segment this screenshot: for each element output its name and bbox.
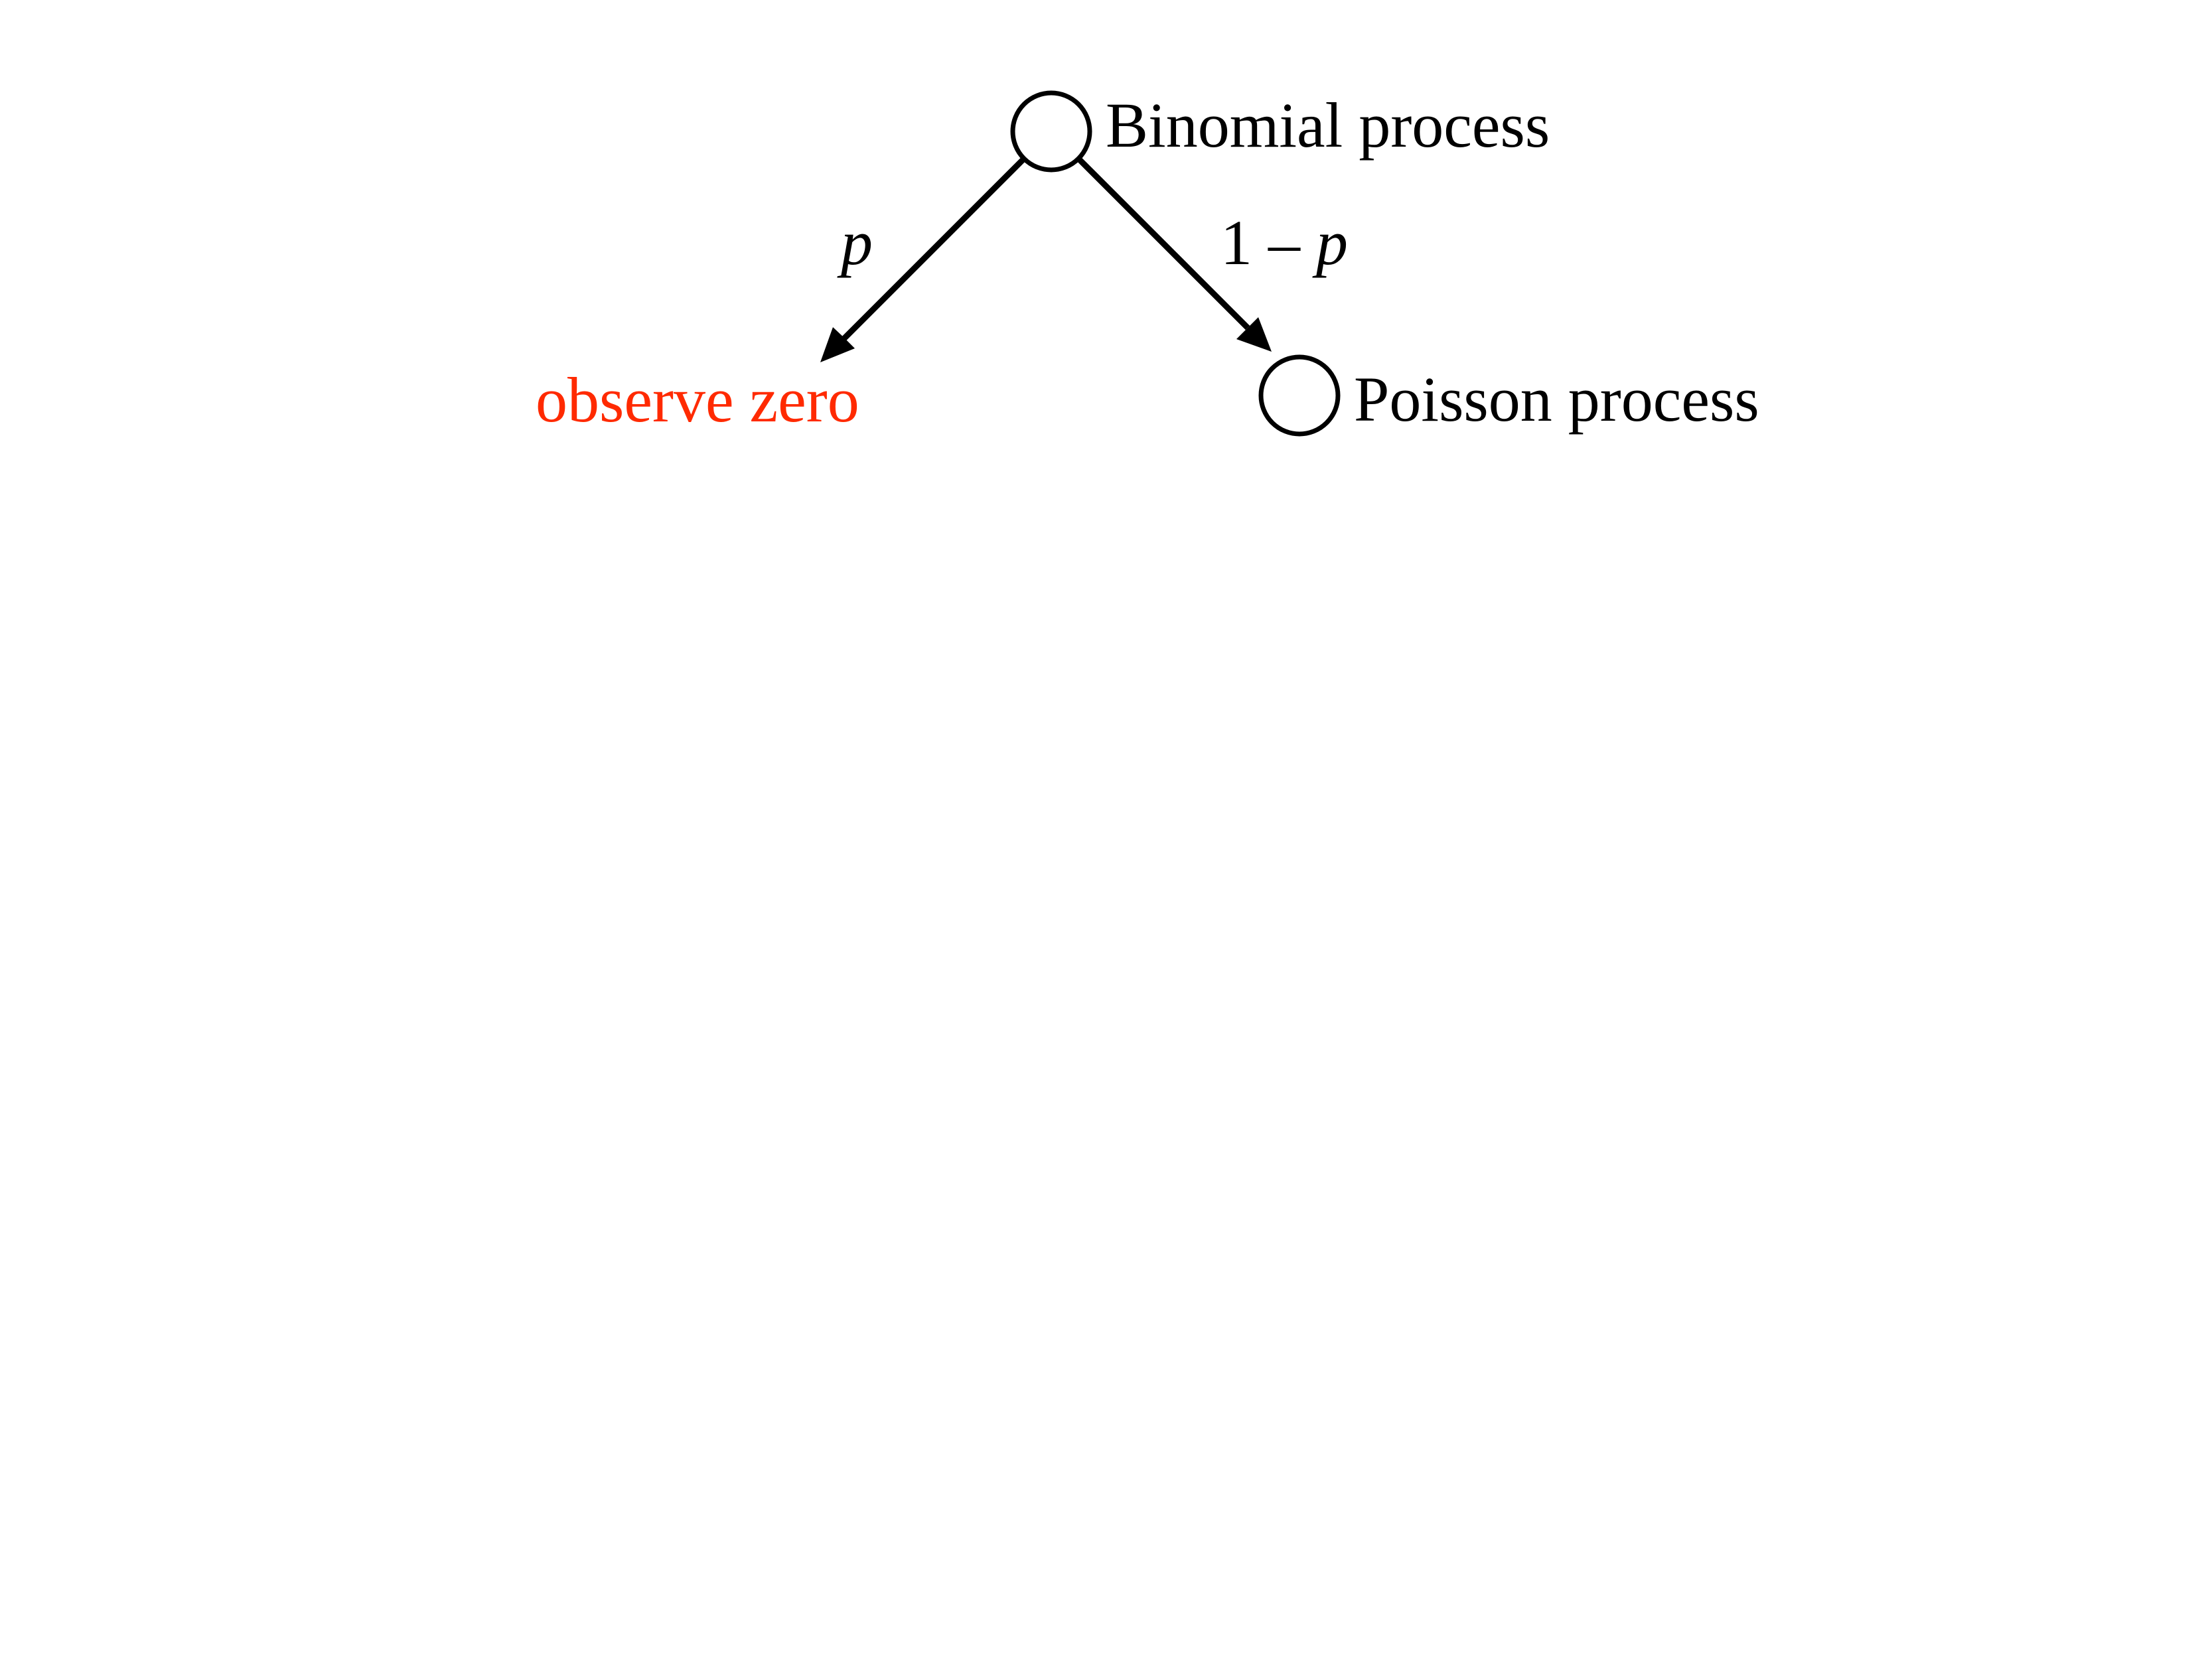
edge-to-poisson-process xyxy=(1076,157,1250,330)
binomial-process-node xyxy=(1010,90,1092,173)
one-minus-prefix: 1 – xyxy=(1220,207,1316,278)
edge-probability-p: p xyxy=(837,207,873,278)
p-variable: p xyxy=(1312,207,1348,278)
arrowhead-left xyxy=(820,327,855,362)
observe-zero-label: observe zero xyxy=(536,364,859,435)
edge-probability-one-minus-p: 1 – p xyxy=(1220,207,1348,278)
poisson-process-label: Poisson process xyxy=(1354,364,1759,435)
poisson-process-node xyxy=(1258,354,1341,437)
edge-to-observe-zero xyxy=(842,157,1026,341)
binomial-process-label: Binomial process xyxy=(1106,90,1550,161)
arrowhead-right xyxy=(1236,317,1272,352)
